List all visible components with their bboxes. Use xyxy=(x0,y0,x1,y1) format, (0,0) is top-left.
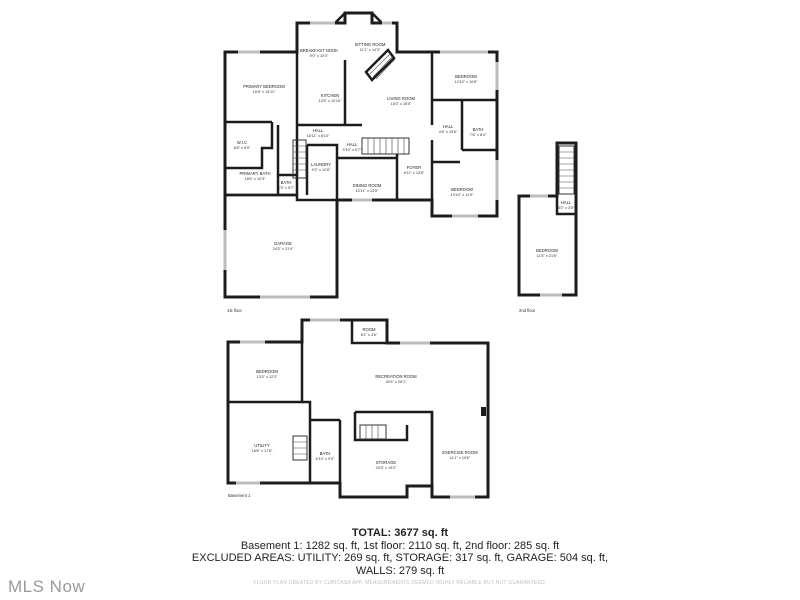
foyer-name: FOYER xyxy=(407,165,421,170)
laundry-dim: 9'2" x 12'8" xyxy=(312,168,331,172)
exercise-room-name: EXERCISE ROOM xyxy=(442,450,478,455)
bedroom-ne-name: BEDROOM xyxy=(455,74,477,79)
first-floor-plan: 1st floor xyxy=(223,11,499,313)
second-floor-label: 2nd floor xyxy=(519,308,536,313)
breakfast-nook-dim: 9'0" x 10'0" xyxy=(310,54,329,58)
hall-small-name: HALL xyxy=(347,142,358,147)
bedroom-se-dim: 13'10" x 11'9" xyxy=(451,193,474,197)
first-floor-room-labels: SITTING ROOM 11'1" x 14'3" BREAKFAST NOO… xyxy=(234,42,487,251)
garage-name: GARAGE xyxy=(274,241,292,246)
hall-ne-dim: 4'6" x 15'6" xyxy=(439,130,458,134)
living-room-dim: 16'3" x 16'5" xyxy=(391,102,412,106)
basement-label: Basement 1 xyxy=(228,493,251,498)
bath-ne-name: BATH xyxy=(473,127,484,132)
living-room-name: LIVING ROOM xyxy=(387,96,415,101)
kitchen-dim: 13'5" x 10'10" xyxy=(319,99,343,103)
basement-room-name: ROOM xyxy=(362,327,376,332)
bath-small-name: BATH xyxy=(281,180,292,185)
floor-areas: Basement 1: 1282 sq. ft, 1st floor: 2110… xyxy=(240,539,560,552)
recreation-room-name: RECREATION ROOM xyxy=(375,374,417,379)
foyer-dim: 6'11" x 13'8" xyxy=(404,171,425,175)
second-floor-plan: 2nd floor HALL 3'2" x 3'5" BEDROOM 11'6"… xyxy=(517,141,578,313)
bath-ne-dim: 7'8" x 8'4" xyxy=(470,133,487,137)
laundry-name: LAUNDRY xyxy=(311,162,331,167)
basement-bath-name: BATH xyxy=(320,451,331,456)
excluded-areas: EXCLUDED AREAS: UTILITY: 269 sq. ft, STO… xyxy=(191,552,609,565)
walls-area: WALLS: 279 sq. ft xyxy=(355,564,445,577)
second-bedroom-dim: 11'6" x 21'6" xyxy=(537,254,558,258)
recreation-room-dim: 40'4" x 26'1" xyxy=(386,380,407,384)
bedroom-se-name: BEDROOM xyxy=(451,187,473,192)
basement-bedroom-dim: 13'3" x 12'2" xyxy=(257,375,278,379)
storage-name: STORAGE xyxy=(376,460,397,465)
basement-plan: Basement 1 ROOM 6'1" x 4'6" BEDROOM 13'3… xyxy=(226,318,490,499)
second-hall-name: HALL xyxy=(561,200,572,205)
area-summary: TOTAL: 3677 sq. ft Basement 1: 1282 sq. … xyxy=(0,527,800,577)
garage-dim: 24'3" x 21'9" xyxy=(273,247,294,251)
exercise-room-dim: 11'1" x 19'6" xyxy=(450,456,471,460)
second-bedroom-name: BEDROOM xyxy=(536,248,558,253)
total-area: TOTAL: 3677 sq. ft xyxy=(351,527,449,539)
dining-room-name: DINING ROOM xyxy=(353,183,382,188)
breakfast-nook-name: BREAKFAST NOOK xyxy=(300,48,338,53)
second-hall-dim: 3'2" x 3'5" xyxy=(558,206,575,210)
basement-bath-dim: 6'10" x 9'9" xyxy=(316,457,335,461)
utility-name: UTILITY xyxy=(254,443,270,448)
primary-bedroom-dim: 15'8" x 14'11" xyxy=(253,90,276,94)
primary-bath-name: PRIMARY BATH xyxy=(240,171,271,176)
wic-name: W.I.C xyxy=(237,140,247,145)
basement-bedroom-name: BEDROOM xyxy=(256,369,278,374)
primary-bedroom-name: PRIMARY BEDROOM xyxy=(243,84,285,89)
disclaimer: FLOOR PLAN CREATED BY CUBICASA APP. MEAS… xyxy=(253,580,547,586)
storage-dim: 20'3" x 19'2" xyxy=(376,466,397,470)
wic-dim: 6'8" x 9'9" xyxy=(234,146,251,150)
dining-room-dim: 12'11" x 13'5" xyxy=(356,189,379,193)
watermark-logo: MLS Now xyxy=(8,577,86,596)
first-floor-label: 1st floor xyxy=(227,308,243,313)
hall-mid-name: HALL xyxy=(313,128,324,133)
hall-ne-name: HALL xyxy=(443,124,454,129)
kitchen-name: KITCHEN xyxy=(321,93,339,98)
primary-bath-dim: 18'6" x 10'3" xyxy=(245,177,266,181)
bedroom-ne-dim: 12'10" x 10'8" xyxy=(455,80,479,84)
sitting-room-dim: 11'1" x 14'3" xyxy=(360,48,381,52)
sitting-room-name: SITTING ROOM xyxy=(355,42,386,47)
utility-dim: 16'8" x 17'6" xyxy=(252,449,273,453)
hall-small-dim: 5'10" x 5'7" xyxy=(343,148,362,152)
bath-small-dim: 4'3" x 5'7" xyxy=(278,186,295,190)
basement-room-dim: 6'1" x 4'6" xyxy=(361,333,378,337)
hall-mid-dim: 18'11" x 8'10" xyxy=(307,134,330,138)
